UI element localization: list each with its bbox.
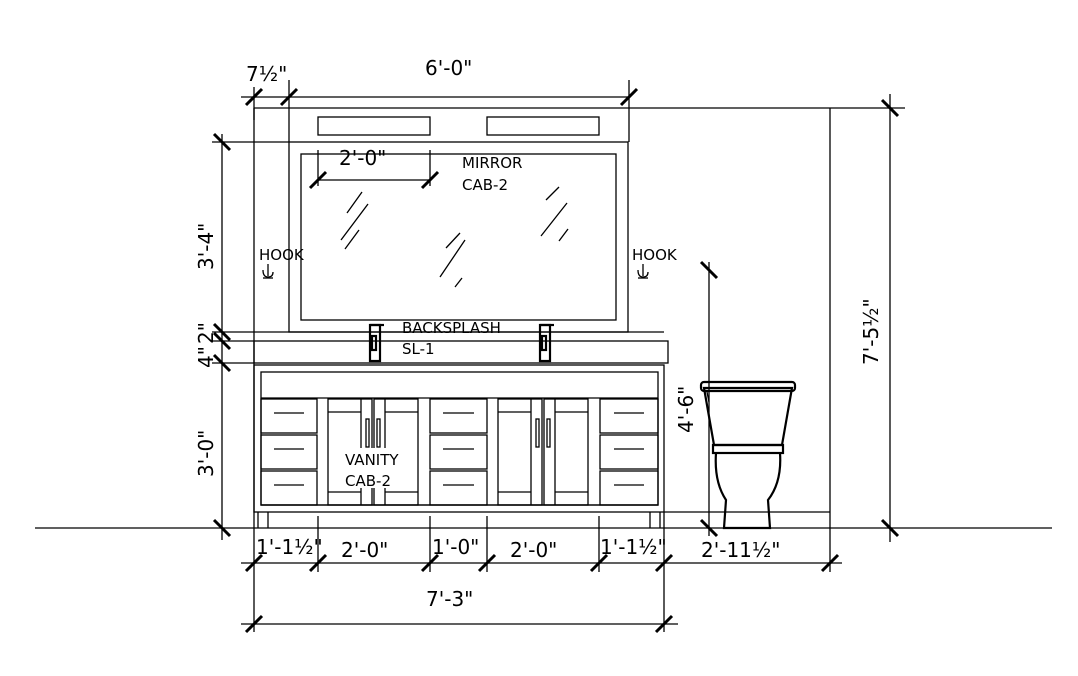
mirror-label: MIRROR	[462, 154, 522, 172]
drawer-stack-left	[260, 398, 318, 506]
hook-left-icon	[262, 264, 274, 279]
mirror-section-dim-text: 2'-0"	[339, 146, 386, 170]
mirror-width-dim-text: 6'-0"	[425, 56, 472, 80]
toilet-bowl	[714, 452, 782, 530]
hook-right-icon	[637, 264, 649, 279]
toilet-tank	[702, 386, 794, 447]
hook-right-label: HOOK	[632, 246, 678, 264]
mirror-inner-frame	[300, 153, 617, 321]
toilet-tank-lid	[699, 380, 797, 393]
segment-1-dim-text: 1'-1½"	[256, 535, 323, 559]
counter-thickness-dim-text: 4"	[194, 346, 218, 368]
vanity-cabinet	[253, 364, 665, 528]
vanity-outer-body	[253, 364, 665, 513]
mirror-height-dim-text: 3'-4"	[194, 223, 218, 270]
segment-6-dim-text: 2'-11½"	[701, 538, 780, 562]
backsplash-code-label: SL-1	[402, 340, 435, 358]
mirror	[288, 141, 629, 333]
faucet-right-icon	[538, 323, 554, 363]
backsplash-label: BACKSPLASH	[402, 319, 501, 337]
segment-2-dim-text: 2'-0"	[341, 538, 388, 562]
mirror-glare-marks	[340, 186, 569, 288]
toilet	[699, 380, 797, 530]
mirror-outer-frame	[288, 141, 629, 333]
vanity-label: VANITY	[345, 451, 399, 469]
backsplash-height-dim-text: 2"	[194, 322, 218, 344]
segment-4-dim-text: 2'-0"	[510, 538, 557, 562]
toilet-seat	[711, 443, 785, 455]
drawer-stack-center	[429, 398, 488, 506]
mirror-code-label: CAB-2	[462, 176, 508, 194]
segment-3-dim-text: 1'-0"	[432, 535, 479, 559]
cabinet-doors-right	[497, 398, 589, 506]
segment-5-dim-text: 1'-1½"	[600, 535, 667, 559]
left-offset-dim-text: 7½"	[246, 62, 287, 86]
countertop	[253, 340, 669, 364]
light-fixture-left	[317, 116, 431, 136]
drawer-stack-right	[599, 398, 659, 506]
hook-left-label: HOOK	[259, 246, 305, 264]
vanity-code-label: CAB-2	[345, 472, 391, 490]
total-height-dim-text: 7'-5½"	[859, 298, 883, 365]
light-fixture-right	[486, 116, 600, 136]
toilet-height-dim-text: 4'-6"	[674, 386, 698, 433]
vanity-width-dim-text: 7'-3"	[426, 587, 473, 611]
faucet-left-icon	[368, 323, 384, 363]
vanity-height-dim-text: 3'-0"	[194, 430, 218, 477]
